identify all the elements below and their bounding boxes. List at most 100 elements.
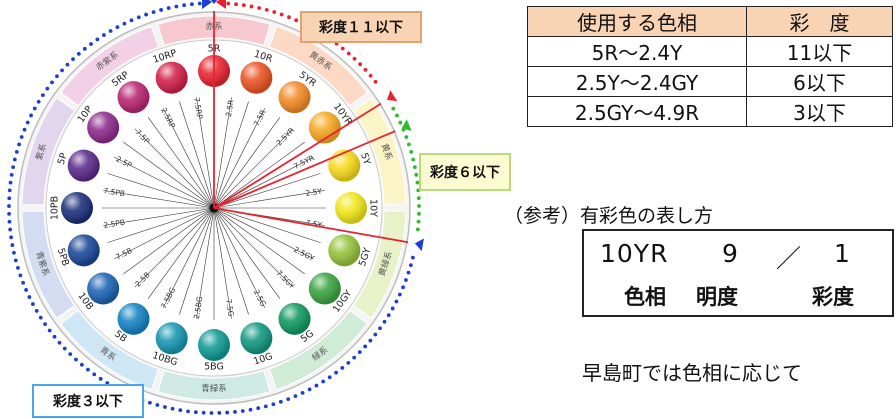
guide-dot-blue [363, 344, 368, 349]
guide-dot-blue [147, 400, 152, 405]
spoke-line [213, 207, 314, 260]
guide-dot-blue [256, 406, 261, 411]
guide-dot-blue [248, 407, 253, 412]
spoke-line [213, 207, 249, 315]
guide-dot-blue [16, 266, 20, 270]
hue-ball-shine [328, 149, 361, 182]
hue-spokes [102, 96, 326, 320]
guide-dot-blue [8, 227, 13, 232]
hue-family-sector [21, 210, 76, 319]
table-row: 2.5Y～2.4GY 6以下 [527, 66, 893, 97]
guide-dot-blue [10, 243, 15, 247]
guide-dot-green [416, 196, 421, 201]
hue-ball-shine [61, 192, 93, 224]
guide-dot-blue [166, 6, 171, 10]
guide-dot-blue [357, 350, 362, 355]
spoke-line [213, 128, 294, 209]
spoke-line [213, 207, 321, 243]
spoke-line [107, 207, 215, 243]
arrow-icon [216, 0, 226, 9]
hue-ball-shine [67, 234, 100, 267]
guide-dot-blue [65, 62, 70, 67]
hue-ball-shine [278, 302, 311, 335]
inner-hue-label: 7.5RP [192, 97, 204, 120]
guide-dot-blue [60, 68, 64, 73]
guide-dot-blue [105, 381, 110, 385]
guide-dot-blue [394, 299, 399, 304]
guide-dot-red [272, 10, 277, 14]
guide-dot-blue [293, 394, 298, 399]
guide-dot-blue [382, 319, 387, 324]
hue-family-ring: 赤系黄赤系黄系黄緑系緑系青緑系青系青紫系紫系赤紫系 [17, 11, 411, 405]
hue-ball-shine [240, 61, 273, 94]
guide-dot-blue [390, 306, 395, 311]
guide-dot-blue [197, 1, 202, 6]
guide-dot-blue [40, 93, 45, 98]
guide-dot-blue [129, 18, 134, 23]
inner-hue-label: 2.5Y [305, 186, 323, 198]
guide-dot-blue [397, 292, 402, 297]
guide-dot-blue [22, 127, 27, 132]
guide-dot-green [406, 142, 411, 147]
spoke-line [213, 173, 321, 209]
spoke-line [213, 117, 281, 209]
spoke-line [103, 190, 215, 209]
saturation-3-label: 彩度３以下 [32, 384, 144, 418]
header-saturation: 彩 度 [746, 6, 893, 37]
guide-dot-blue [340, 365, 345, 370]
hue-ball-shine [328, 234, 361, 267]
hue-family-label: 紫系 [34, 142, 50, 162]
guide-dot-blue [19, 135, 24, 139]
guide-dot-blue [108, 29, 113, 33]
guide-dot-red [279, 12, 284, 17]
guide-dot-blue [7, 219, 12, 224]
spoke-line [213, 101, 249, 209]
spoke-line [123, 207, 215, 275]
guide-dot-blue [45, 86, 50, 91]
spoke-line [213, 207, 266, 308]
hue-label: 5BG [204, 362, 224, 373]
guide-dot-blue [151, 10, 156, 15]
guide-dot-blue [13, 258, 18, 263]
hue-family-sector [157, 369, 271, 401]
hue-ball-shine [117, 302, 150, 335]
spoke-line [213, 207, 294, 288]
example-hue: 10YR [600, 239, 669, 268]
hue-family-sector [352, 97, 407, 206]
spoke-line [123, 141, 215, 209]
guide-dot-blue [101, 33, 106, 37]
table-cell-hue: 2.5GY～4.9R [527, 96, 747, 127]
guide-dot-blue [321, 379, 326, 384]
guide-dot-blue [27, 295, 32, 299]
guide-dot-blue [346, 360, 351, 365]
inner-hue-label: 2.5BG [192, 296, 204, 320]
guide-dot-blue [11, 165, 16, 170]
guide-dot-blue [52, 334, 57, 339]
guide-dot-blue [34, 309, 39, 313]
saturation-guide-arcs [7, 1, 421, 415]
spoke-line [103, 207, 215, 226]
guide-dot-blue [217, 411, 222, 415]
example-slash: ／ [776, 244, 803, 273]
guide-dot-blue [12, 157, 17, 162]
guide-dot-red [234, 2, 238, 7]
table-cell-hue: 2.5Y～2.4GY [527, 66, 747, 97]
guide-dot-blue [32, 106, 37, 111]
hue-label: 5PB [55, 247, 71, 268]
hue-family-sector [59, 309, 160, 391]
guide-dot-blue [378, 326, 382, 331]
guide-dot-blue [7, 196, 12, 201]
guide-dot-blue [62, 346, 67, 351]
guide-dot-blue [373, 332, 378, 337]
saturation-11-label: 彩度１１以下 [300, 11, 422, 43]
guide-dot-green [417, 211, 421, 216]
spoke-line [213, 190, 325, 209]
guide-dot-blue [68, 352, 73, 357]
guide-dot-green [415, 227, 420, 232]
guide-dot-red [287, 15, 291, 20]
spoke-line [196, 97, 215, 209]
hue-ball-shine [155, 322, 188, 355]
guide-dot-blue [411, 255, 415, 260]
hue-label: 5Y [358, 152, 372, 167]
spoke-line [147, 207, 215, 299]
